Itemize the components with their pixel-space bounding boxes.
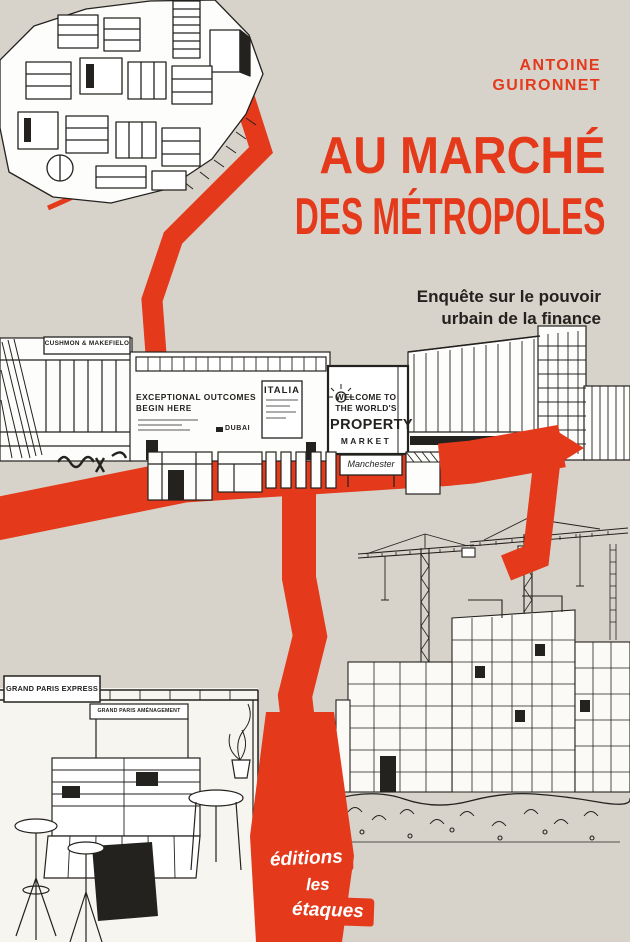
dubai-label-text: DUBAI (225, 425, 251, 432)
publisher-word-editions: éditions (259, 842, 354, 876)
book-title: AU MARCHÉ DES MÉTROPOLES (120, 126, 605, 249)
author-first-name: ANTOINE (519, 57, 601, 74)
property-fair-illustration (0, 325, 630, 501)
publisher-logo: éditions les étaques (250, 842, 375, 927)
welcome-line-2: THE WORLD'S (335, 402, 397, 413)
welcome-line-1: WELCOME TO (335, 392, 397, 402)
author-name: ANTOINE GUIRONNET (492, 56, 601, 96)
agency-sign-text: CUSHMON & MAKEFIELO (44, 340, 130, 347)
grand-paris-amenagement-banner-text: GRAND PARIS AMÉNAGEMENT (97, 708, 181, 714)
red-river-front (437, 424, 566, 581)
welcome-line-3: PROPERTY (330, 417, 413, 433)
welcome-line-4: MARKET (340, 436, 392, 446)
grand-paris-express-sign-text: GRAND PARIS EXPRESS (6, 684, 98, 693)
author-last-name: GUIRONNET (492, 77, 601, 94)
red-river-tip (552, 428, 584, 468)
interior-illustration (0, 675, 259, 942)
title-line-2: DES MÉTROPOLES (294, 188, 605, 247)
aerial-city-illustration (0, 0, 264, 204)
italia-banner-text: ITALIA (264, 385, 300, 396)
construction-site-illustration (331, 517, 630, 843)
manchester-sign-text: Manchester (347, 459, 395, 469)
welcome-sign: WELCOME TO THE WORLD'S PROPERTY MARKET (330, 392, 413, 446)
title-line-1: AU MARCHÉ (319, 127, 605, 185)
subtitle-line-1: Enquête sur le pouvoir (416, 287, 601, 306)
publisher-word-etaques: étaques (281, 895, 375, 927)
subtitle-line-2: urbain de la finance (441, 308, 601, 328)
book-subtitle: Enquête sur le pouvoir urbain de la fina… (417, 286, 601, 330)
publisher-word-les: les (297, 872, 338, 898)
begin-here-text: BEGIN HERE (136, 404, 192, 413)
exceptional-outcomes-text: EXCEPTIONAL OUTCOMES (136, 392, 257, 402)
